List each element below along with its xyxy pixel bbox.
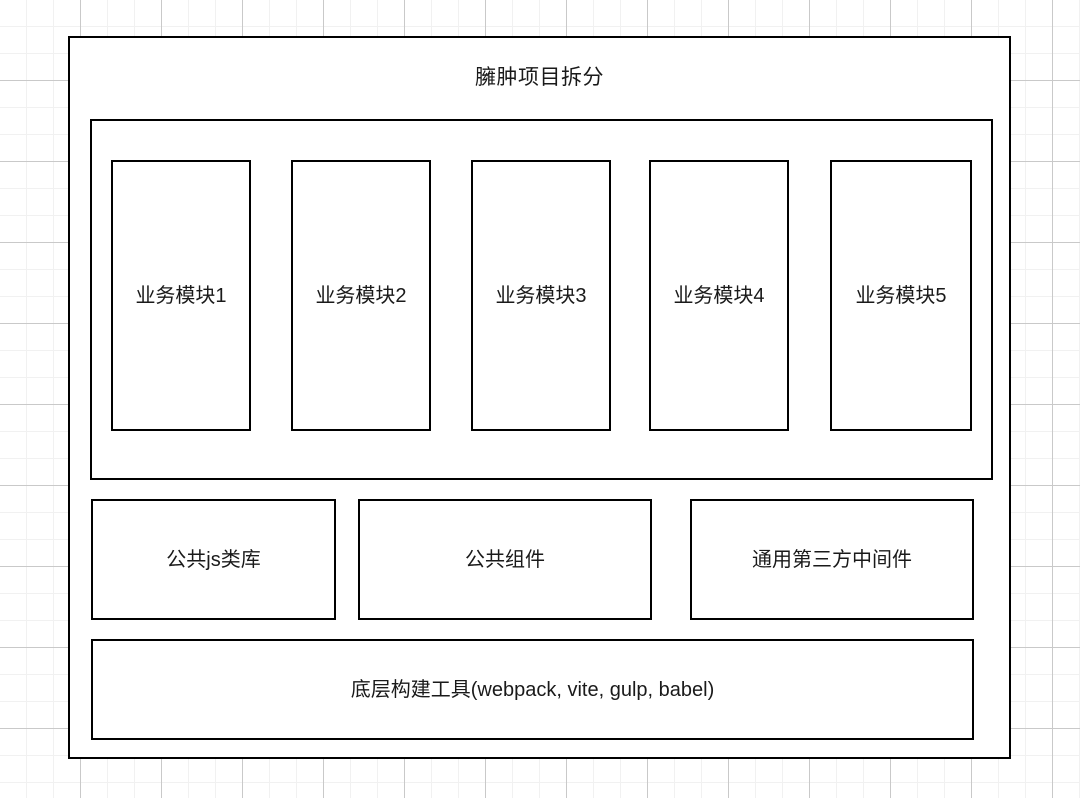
- business-module-label-1: 业务模块1: [135, 284, 227, 307]
- shared-layer-box-common-components[interactable]: 公共组件: [358, 499, 652, 620]
- business-module-box-5[interactable]: 业务模块5: [830, 160, 972, 431]
- build-tools-label: 底层构建工具(webpack, vite, gulp, babel): [350, 678, 715, 701]
- business-module-box-3[interactable]: 业务模块3: [471, 160, 611, 431]
- diagram-outer-frame: 臃肿项目拆分 业务模块1 业务模块2 业务模块3 业务模块4 业务模块5 公共j…: [68, 36, 1011, 759]
- shared-layer-box-third-party-middleware[interactable]: 通用第三方中间件: [690, 499, 974, 620]
- business-module-label-5: 业务模块5: [855, 284, 947, 307]
- shared-layer-label-common-components: 公共组件: [465, 548, 545, 571]
- business-module-label-2: 业务模块2: [315, 284, 407, 307]
- business-module-box-1[interactable]: 业务模块1: [111, 160, 251, 431]
- build-tools-box[interactable]: 底层构建工具(webpack, vite, gulp, babel): [91, 639, 974, 740]
- shared-layer-box-common-js-library[interactable]: 公共js类库: [91, 499, 336, 620]
- business-module-box-4[interactable]: 业务模块4: [649, 160, 789, 431]
- business-module-label-4: 业务模块4: [673, 284, 765, 307]
- shared-layer-label-third-party-middleware: 通用第三方中间件: [752, 548, 912, 571]
- business-modules-panel: 业务模块1 业务模块2 业务模块3 业务模块4 业务模块5: [90, 119, 993, 480]
- business-module-label-3: 业务模块3: [495, 284, 587, 307]
- shared-layer-label-common-js-library: 公共js类库: [166, 548, 261, 571]
- diagram-title: 臃肿项目拆分: [475, 66, 604, 89]
- business-module-box-2[interactable]: 业务模块2: [291, 160, 431, 431]
